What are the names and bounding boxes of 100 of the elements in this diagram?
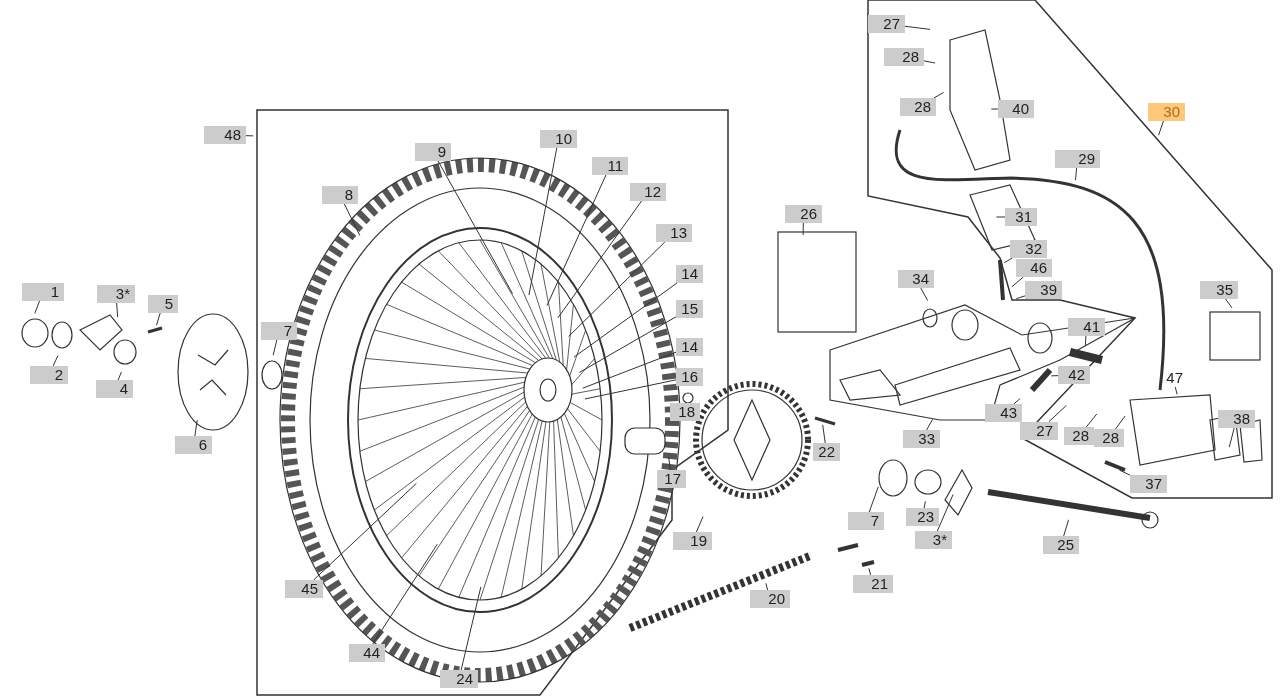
leader-line: [245, 135, 254, 137]
callout-number: 27: [1020, 422, 1058, 440]
callout-number: 34: [898, 270, 934, 288]
leader-line: [1119, 469, 1131, 476]
leader-line: [990, 108, 999, 110]
leader-line: [1015, 295, 1026, 300]
leader-line: [1115, 415, 1126, 430]
leader-line: [1048, 404, 1067, 423]
leader-line: [923, 60, 936, 64]
leader-line: [1003, 257, 1013, 264]
callout-number: 4: [96, 380, 133, 398]
leader-line: [765, 582, 769, 591]
leader-line: [995, 216, 1006, 218]
callout-number: 10: [540, 130, 577, 148]
leader-line: [528, 147, 558, 296]
leader-line: [1075, 167, 1078, 181]
leader-line: [155, 312, 161, 326]
callout-number: 28: [900, 98, 936, 116]
leader-line: [868, 486, 879, 513]
callout-number: 45: [285, 580, 323, 598]
leader-line: [920, 287, 929, 302]
callout-number: 33: [903, 430, 940, 448]
leader-line: [1225, 298, 1233, 309]
callout-number: 22: [813, 443, 840, 461]
leader-line: [933, 91, 945, 99]
callout-number: 1: [22, 283, 64, 301]
callout-number: 7: [261, 322, 297, 340]
callout-number: 7: [848, 512, 884, 530]
leader-line: [1050, 375, 1059, 377]
leader-line: [668, 456, 671, 471]
callout-number: 48: [204, 126, 246, 144]
callout-number: 26: [785, 205, 822, 223]
callout-number: 2: [30, 366, 68, 384]
callout-number: 43: [985, 404, 1022, 422]
callout-number: 14: [676, 338, 703, 356]
callout-number: 46: [1016, 259, 1052, 277]
leader-line: [923, 500, 926, 509]
leader-line: [1174, 386, 1178, 395]
leader-line: [822, 424, 826, 444]
callout-number: 5: [148, 295, 178, 313]
callout-number: 20: [750, 590, 790, 608]
leader-line: [52, 355, 59, 367]
callout-number: 28: [1094, 429, 1124, 447]
leader-line: [1085, 413, 1098, 428]
callout-number: 29: [1055, 150, 1100, 168]
leader-line: [372, 543, 438, 645]
callout-number: 38: [1218, 410, 1255, 428]
callout-number: 3*: [915, 531, 952, 549]
callout-number: 16: [676, 368, 703, 386]
callout-number: 11: [592, 157, 628, 175]
callout-number: 8: [322, 186, 358, 204]
leader-line: [904, 25, 931, 30]
callout-number: 42: [1058, 366, 1090, 384]
callout-number: 6: [175, 436, 212, 454]
callout-number: 13: [656, 224, 692, 242]
callout-number: 17: [657, 470, 686, 488]
leader-line: [868, 567, 872, 576]
callout-number: 23: [906, 508, 939, 526]
callout-number: 47: [1158, 369, 1188, 387]
callout-number: 24: [440, 670, 478, 688]
leader-line: [1158, 120, 1164, 136]
callout-number: 41: [1068, 318, 1105, 336]
leader-line: [926, 418, 934, 431]
leader-line: [936, 494, 954, 532]
leader-line: [117, 371, 122, 381]
leader-line: [34, 300, 41, 314]
leader-line: [557, 200, 643, 319]
callout-number: 19: [673, 532, 712, 550]
callout-number: 15: [676, 300, 703, 318]
leader-line: [1063, 519, 1070, 537]
callout-number: 28: [1064, 427, 1094, 445]
leader-line: [460, 586, 482, 671]
leader-line: [194, 419, 198, 437]
callout-number: 21: [853, 575, 893, 593]
leader-line: [578, 316, 677, 373]
callout-number: 35: [1200, 281, 1238, 299]
callout-number: 31: [1005, 208, 1037, 226]
leader-line: [582, 351, 677, 389]
leader-line: [272, 339, 278, 356]
leader-line: [802, 222, 804, 236]
callout-number: 14: [676, 265, 703, 283]
leader-line: [546, 174, 607, 306]
leader-line: [116, 302, 119, 318]
callout-number: 3*: [97, 285, 135, 303]
leader-line: [584, 379, 677, 400]
callout-number: 37: [1130, 475, 1167, 493]
callout-number: 30: [1148, 103, 1185, 121]
callout-number: 40: [998, 100, 1034, 118]
callout-number: 9: [415, 143, 451, 161]
callout-number: 27: [868, 15, 905, 33]
leader-line: [1084, 335, 1087, 346]
leader-line: [1228, 427, 1235, 448]
leader-line: [1011, 276, 1024, 288]
leader-line: [695, 516, 704, 533]
leader-line: [1013, 398, 1021, 405]
callout-number: 25: [1043, 536, 1079, 554]
callout-number: 39: [1025, 281, 1062, 299]
callout-number: 32: [1010, 240, 1047, 258]
leader-line: [568, 241, 666, 337]
callout-number: 44: [349, 644, 385, 662]
